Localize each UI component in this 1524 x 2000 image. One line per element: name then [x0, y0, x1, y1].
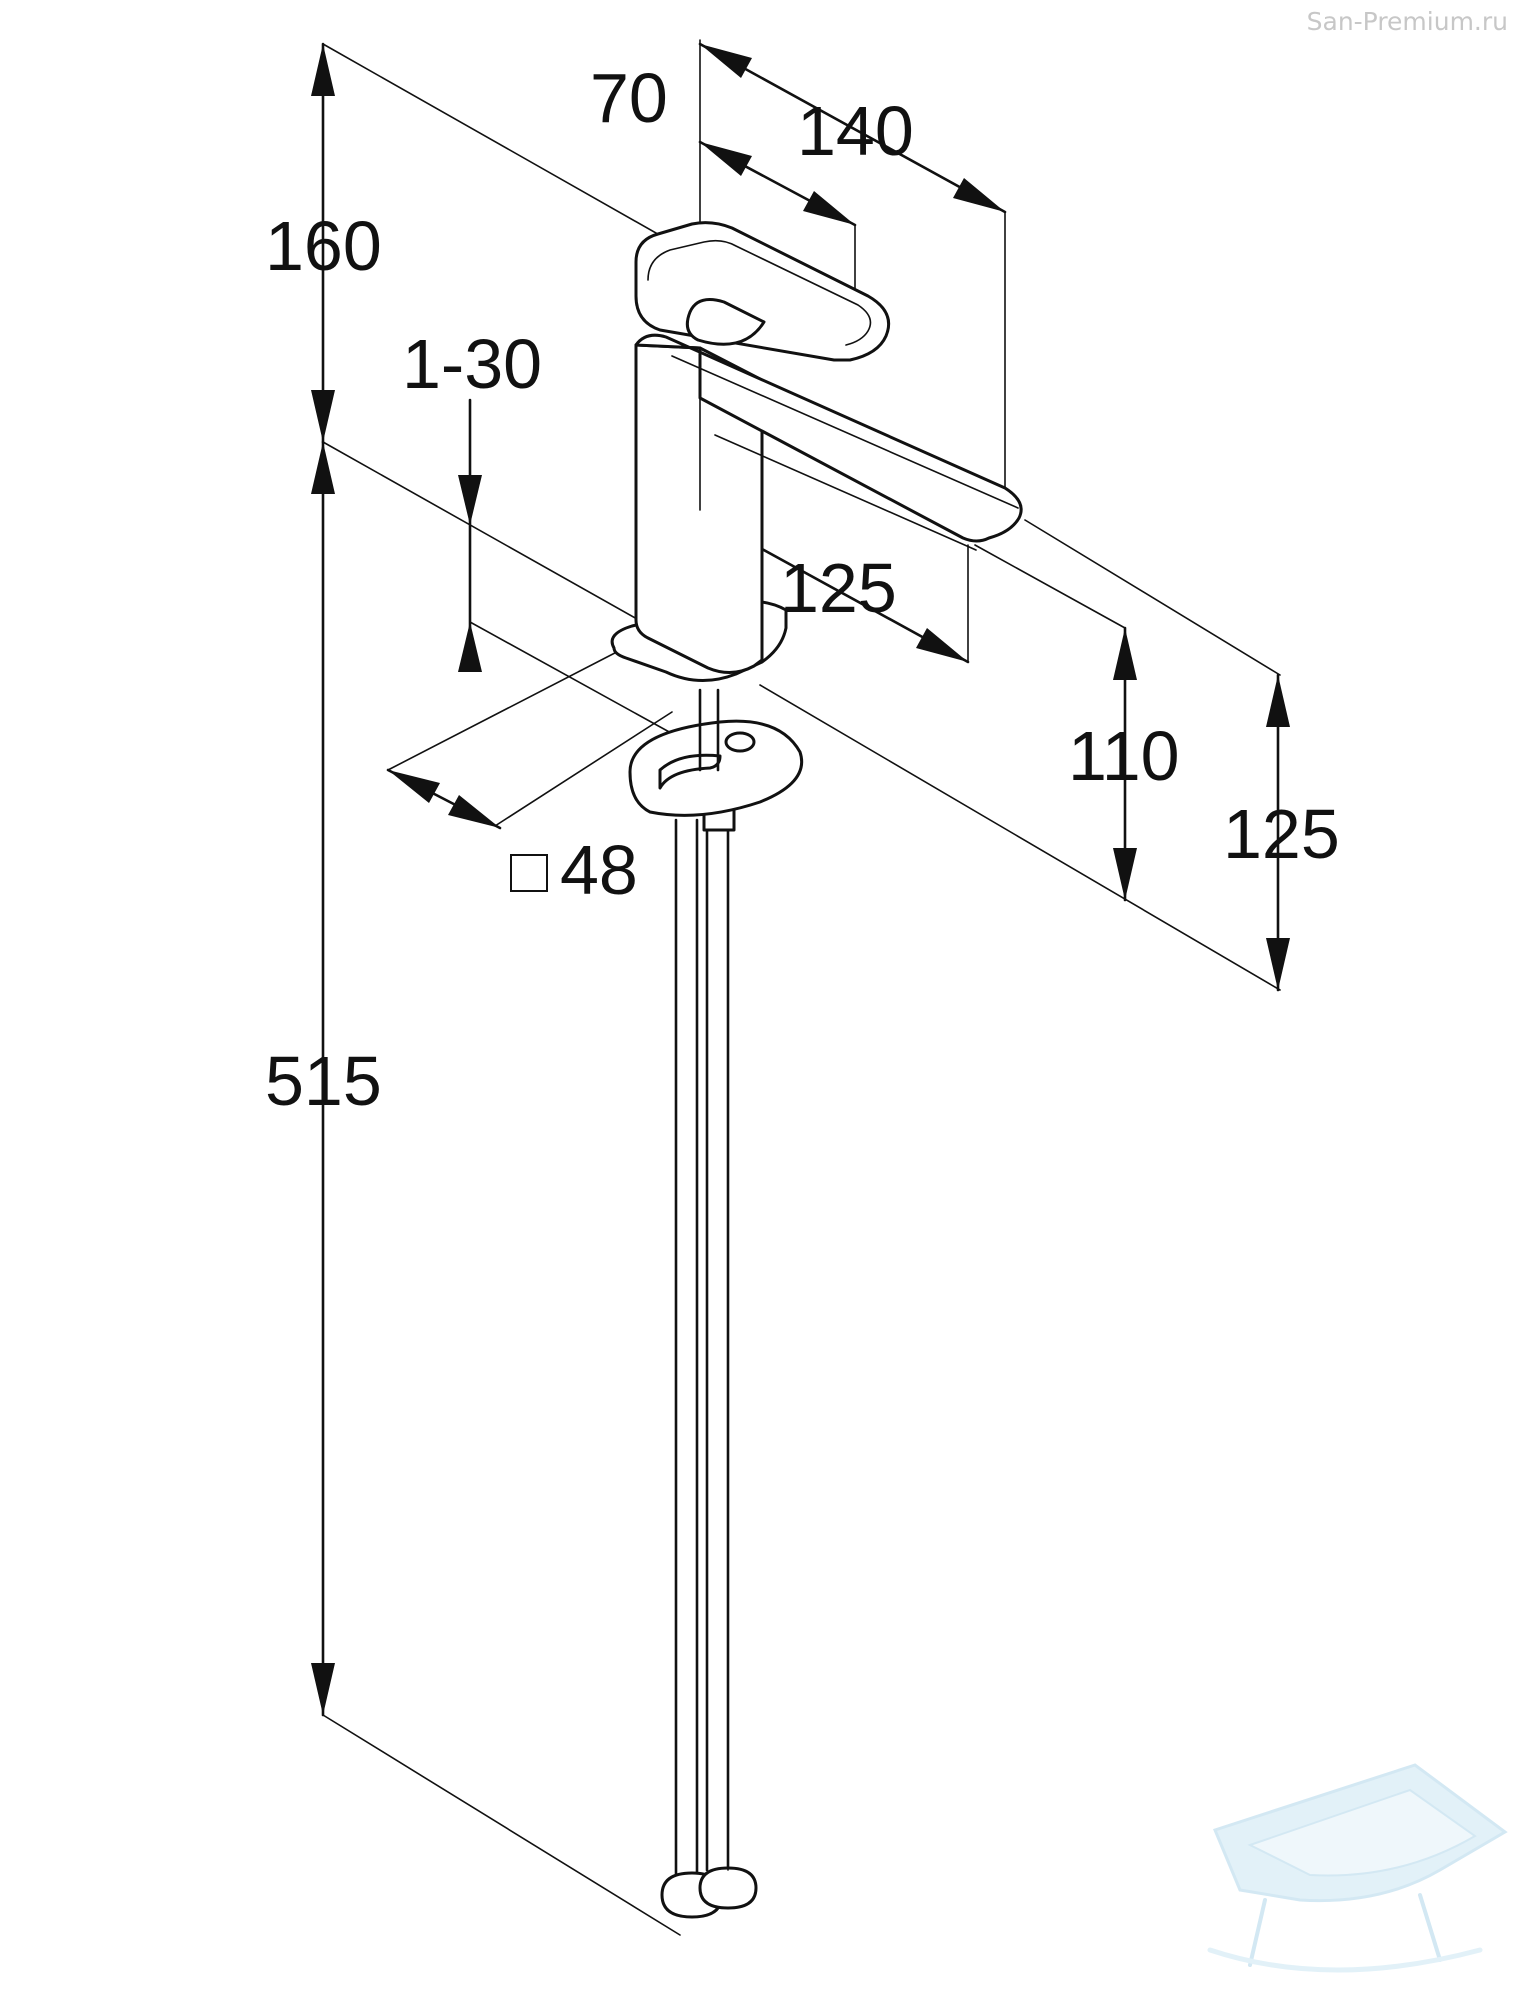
faucet-body [610, 221, 1023, 1919]
dim-height-top-label: 160 [265, 207, 382, 285]
dim-spout-reach-label: 125 [780, 549, 897, 627]
bathtub-logo-icon [1207, 1763, 1508, 1973]
square-outline-icon [510, 854, 548, 892]
dim-overall-depth-label: 140 [797, 92, 914, 170]
dim-hose-length-label: 515 [265, 1042, 382, 1120]
dim-spout-height-label: 110 [1068, 717, 1180, 795]
watermark-text: San-Premium.ru [1307, 7, 1508, 36]
dim-thickness-range-label: 1-30 [402, 325, 542, 403]
dim-spout-tip-height-label: 125 [1223, 795, 1340, 873]
dimension-labels: 160 70 140 1-30 125 110 125 48 515 [265, 59, 1340, 1120]
dim-handle-depth-label: 70 [590, 59, 668, 137]
dim-base-square-label: 48 [560, 831, 638, 909]
